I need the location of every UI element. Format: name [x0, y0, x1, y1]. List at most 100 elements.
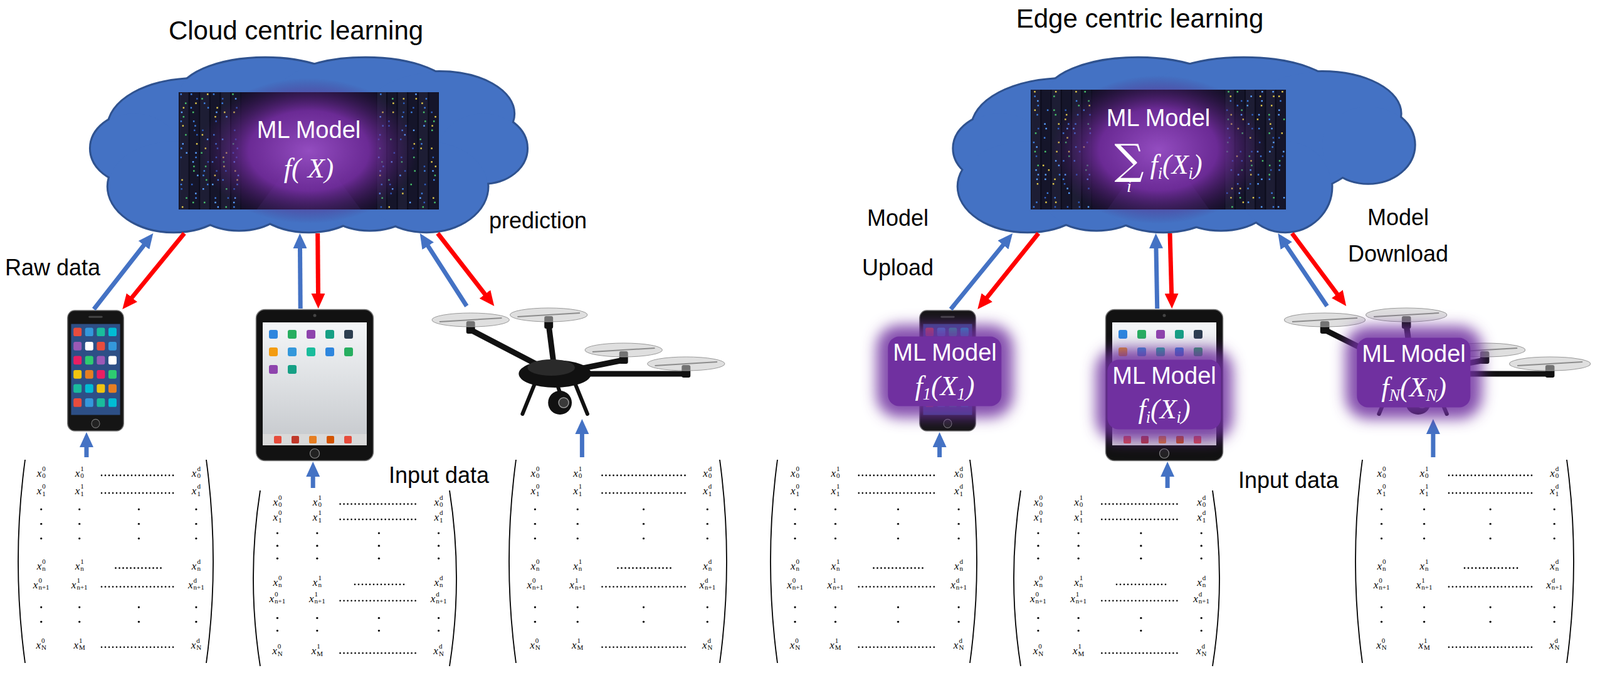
matrix-entry-part: 1 — [1425, 483, 1429, 491]
matrix-entry-part: n+10 — [1378, 576, 1390, 592]
matrix-entry: xn+1d — [1193, 590, 1210, 606]
matrix-entry-part: n+1 — [532, 584, 543, 592]
matrix-brackets-part — [342, 599, 345, 602]
matrix-brackets-part — [1127, 502, 1130, 505]
matrix-entry-part: 1 — [836, 483, 841, 491]
datacenter-image-part — [221, 97, 224, 100]
datacenter-image-part — [207, 107, 210, 110]
matrix-entry: x01 — [1420, 465, 1429, 480]
matrix-brackets-part — [112, 492, 115, 495]
matrix-entry-part: x — [191, 466, 197, 479]
matrix-brackets-part — [680, 492, 683, 495]
tablet-device-picture-part — [1193, 329, 1203, 339]
matrix-brackets-part — [897, 507, 900, 510]
matrix-brackets-part — [887, 492, 890, 495]
matrix-brackets-part — [1161, 518, 1164, 521]
matrix-entry: x01 — [830, 465, 840, 480]
tablet-device-picture — [255, 308, 375, 462]
matrix-entry: x0d — [1196, 494, 1206, 509]
matrix-brackets-part — [509, 459, 516, 663]
matrix-brackets-part — [638, 646, 641, 649]
edge-label: Model Upload — [847, 193, 948, 293]
model-formula-part: N — [1388, 385, 1400, 405]
matrix-brackets-part — [1519, 646, 1522, 649]
matrix-brackets-part — [1139, 531, 1142, 534]
matrix-entry: x01 — [573, 465, 582, 480]
matrix-brackets-part — [957, 620, 960, 623]
matrix-brackets-part — [119, 646, 122, 649]
tablet-device-picture-part — [1163, 314, 1167, 318]
matrix-brackets-part — [378, 616, 380, 619]
matrix-brackets-part — [118, 566, 121, 569]
matrix-brackets-part — [137, 537, 140, 540]
matrix-brackets-part — [576, 522, 579, 525]
datacenter-image-part — [1054, 114, 1057, 116]
matrix-brackets-part — [1123, 502, 1126, 505]
matrix-entry: xN0 — [789, 636, 801, 652]
matrix-brackets-part — [1482, 566, 1485, 569]
matrix-brackets-part — [1131, 583, 1133, 585]
matrix-entry-part: N — [1381, 644, 1387, 653]
matrix-brackets-part — [127, 492, 130, 495]
matrix-brackets-part — [315, 616, 318, 619]
matrix-brackets-part — [388, 502, 390, 505]
matrix-entry-part: n1 — [1079, 574, 1084, 589]
matrix-brackets-part — [665, 474, 668, 477]
matrix-entry-part: x — [191, 559, 197, 572]
matrix-brackets-part — [932, 474, 935, 477]
datacenter-image-part — [421, 102, 424, 105]
datacenter-image-part — [1045, 201, 1048, 204]
datacenter-image-part — [1045, 127, 1048, 130]
matrix-brackets-part — [1485, 646, 1488, 649]
tablet-device-picture-part — [262, 433, 367, 446]
tablet-device-picture-part — [1193, 347, 1203, 357]
matrix-entry-part: x — [33, 578, 39, 590]
matrix-brackets-part — [1161, 652, 1164, 654]
matrix-brackets-part — [403, 652, 406, 654]
datacenter-image-part — [1036, 100, 1039, 103]
datacenter-image-part — [419, 138, 422, 141]
smartphone-picture-part — [88, 315, 103, 318]
matrix-entry: x10 — [1033, 509, 1043, 525]
datacenter-image-part — [214, 196, 217, 199]
matrix-entry: xnd — [954, 557, 964, 573]
datacenter-image-part — [217, 206, 220, 209]
matrix-brackets-part — [144, 566, 147, 569]
datacenter-image-part — [214, 201, 217, 204]
datacenter-image-part — [1272, 90, 1274, 93]
datacenter-image-part — [1055, 201, 1058, 204]
model-formula-part: 1 — [957, 384, 966, 404]
matrix-brackets-part — [534, 537, 537, 540]
matrix-entry: xn+11 — [827, 576, 844, 592]
model-formula: fN(XN) — [1381, 371, 1447, 405]
matrix-entry-part: 00 — [796, 465, 800, 480]
tablet-device-picture-part — [287, 347, 297, 357]
matrix-entry: x00 — [530, 465, 540, 480]
matrix-brackets-part — [1149, 583, 1152, 585]
matrix-brackets-part — [1523, 492, 1526, 495]
matrix-entry-part: 0 — [42, 483, 46, 491]
matrix-brackets-part — [534, 620, 537, 623]
matrix-entry-part: n0 — [796, 557, 800, 573]
model-formula-part: i — [1157, 163, 1163, 183]
datacenter-image-part — [1272, 141, 1275, 144]
smartphone-picture-part — [960, 327, 969, 337]
matrix-brackets-part — [1500, 474, 1503, 477]
matrix-entry-part: nd — [439, 574, 444, 589]
datacenter-image-part — [1247, 100, 1249, 103]
matrix-entry-part: N — [707, 644, 713, 653]
model-formula-part: i — [1188, 163, 1194, 183]
matrix-brackets-part — [857, 492, 860, 495]
matrix-entry: xM1 — [73, 636, 86, 652]
matrix-brackets-part — [369, 652, 372, 654]
matrix-entry-part: x — [954, 559, 960, 572]
matrix-entry-part: nd — [1555, 557, 1560, 573]
matrix-entry-part: 10 — [536, 483, 540, 498]
model-formula-part: ) — [965, 369, 975, 401]
matrix-brackets-part — [1467, 646, 1469, 649]
datacenter-image-part — [402, 111, 405, 114]
matrix-brackets-part — [134, 585, 137, 588]
matrix-entry-part: N — [794, 644, 800, 653]
matrix-entry-part: 01 — [1425, 465, 1429, 480]
matrix-brackets-part — [861, 585, 864, 588]
